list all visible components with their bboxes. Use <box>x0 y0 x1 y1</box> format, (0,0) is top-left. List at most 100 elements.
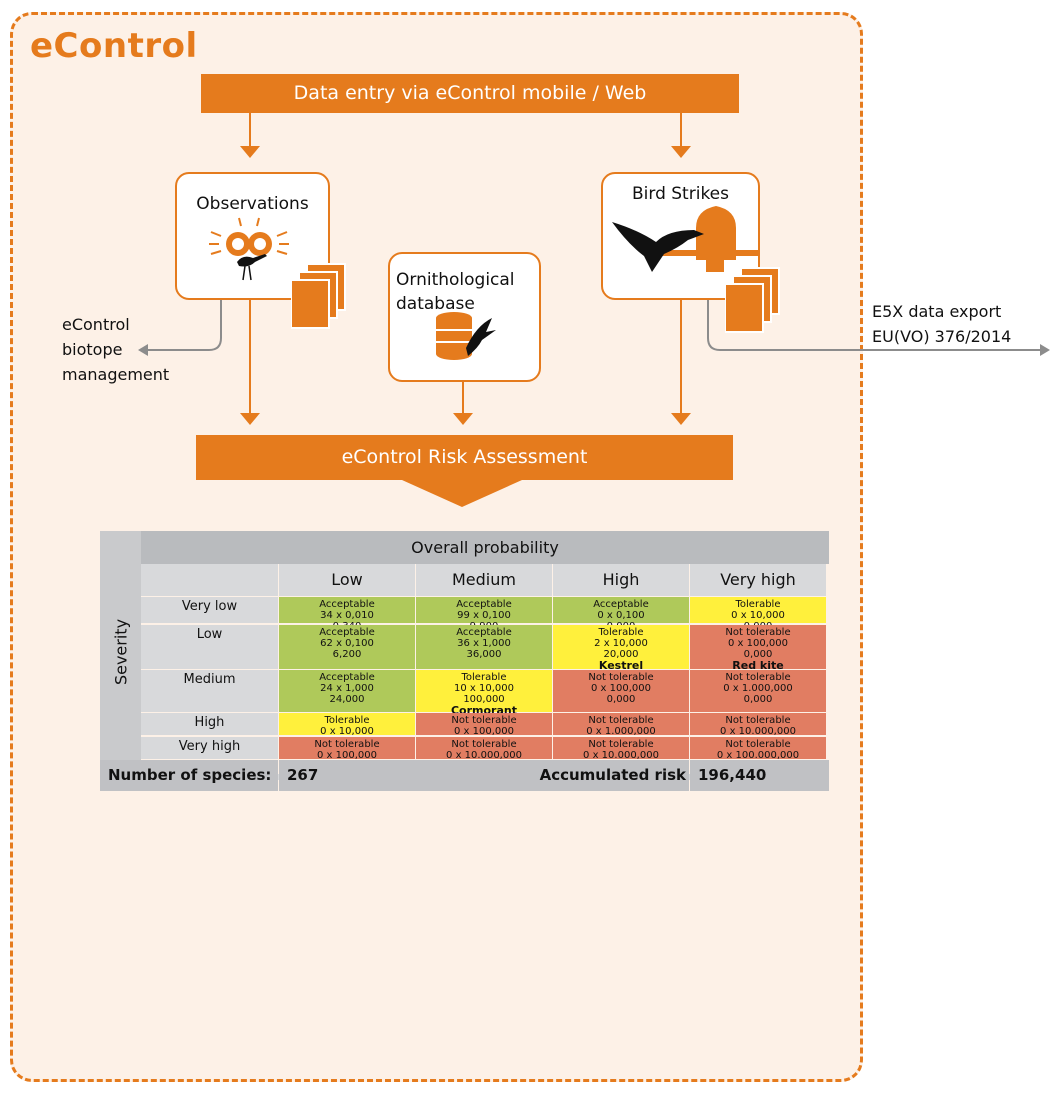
documents-icon <box>725 267 780 333</box>
row-header-0: Very low <box>141 597 278 624</box>
risk-value: 0,000 <box>606 693 636 705</box>
risk-calc: 99 x 0,100 <box>457 610 511 621</box>
probability-header: Overall probability <box>141 531 829 564</box>
risk-status: Not tolerable <box>451 715 517 727</box>
risk-calc: 0 x 100,000 <box>728 637 788 649</box>
risk-calc: 36 x 1,000 <box>457 637 511 649</box>
risk-status: Acceptable <box>456 599 512 610</box>
risk-status: Acceptable <box>319 626 375 638</box>
risk-calc: 0 x 0,100 <box>597 610 645 621</box>
risk-status: Acceptable <box>319 671 375 683</box>
risk-status: Not tolerable <box>725 671 791 683</box>
risk-value: 24,000 <box>329 693 365 705</box>
bird-strike-icon <box>612 206 758 272</box>
risk-status: Tolerable <box>324 715 370 727</box>
risk-calc: 62 x 0,100 <box>320 637 374 649</box>
risk-calc: 0 x 10.000,000 <box>720 726 796 738</box>
risk-status: Not tolerable <box>725 738 791 750</box>
risk-calc: 34 x 0,010 <box>320 610 374 621</box>
risk-calc: 0 x 100,000 <box>454 726 514 738</box>
accumulated-risk-label: Accumulated risk <box>539 766 686 784</box>
column-header-0: Low <box>279 564 415 596</box>
bird-strikes-label: Bird Strikes <box>632 184 729 204</box>
binoculars-icon <box>209 217 289 281</box>
risk-calc: 0 x 100,000 <box>591 682 651 694</box>
risk-assessment-label: eControl Risk Assessment <box>341 446 588 468</box>
risk-status: Acceptable <box>593 599 649 610</box>
risk-value: 36,000 <box>466 648 502 660</box>
risk-status: Not tolerable <box>588 671 654 683</box>
risk-value: 100,000 <box>463 693 505 705</box>
risk-calc: 24 x 1,000 <box>320 682 374 694</box>
risk-value: 0,000 <box>743 693 773 705</box>
risk-calc: 0 x 10,000 <box>731 610 785 621</box>
ornithological-label: Ornithological database <box>396 270 515 314</box>
corner-cell <box>141 564 278 596</box>
risk-calc: 0 x 100,000 <box>317 749 377 761</box>
documents-icon <box>291 263 346 329</box>
risk-calc: 2 x 10,000 <box>594 637 648 649</box>
e5x-export-label: E5X data export EU(VO) 376/2014 <box>872 302 1012 346</box>
risk-status: Not tolerable <box>451 738 517 750</box>
risk-calc: 10 x 10,000 <box>454 682 514 694</box>
risk-calc: 0 x 10,000 <box>320 726 374 738</box>
risk-status: Not tolerable <box>588 715 654 727</box>
species-name: Red kite <box>732 658 784 672</box>
data-entry-label: Data entry via eControl mobile / Web <box>293 82 647 104</box>
species-count-label: Number of species: <box>100 760 278 791</box>
data-entry-bar: Data entry via eControl mobile / Web <box>201 74 739 113</box>
risk-value: 20,000 <box>603 648 639 660</box>
risk-status: Not tolerable <box>314 738 380 750</box>
observations-label: Observations <box>196 194 309 214</box>
column-header-1: Medium <box>416 564 552 596</box>
risk-status: Not tolerable <box>588 738 654 750</box>
column-header-2: High <box>553 564 689 596</box>
risk-status: Acceptable <box>319 599 375 610</box>
row-header-1: Low <box>141 624 278 669</box>
severity-label: Severity <box>111 618 131 686</box>
column-header-3: Very high <box>690 564 826 596</box>
risk-status: Not tolerable <box>725 715 791 727</box>
brand-title: eControl <box>30 26 198 66</box>
risk-status: Tolerable <box>735 599 781 610</box>
species-name: Kestrel <box>598 658 644 672</box>
risk-status: Tolerable <box>598 626 644 638</box>
risk-status: Not tolerable <box>725 626 791 638</box>
row-header-4: Very high <box>141 736 278 759</box>
row-header-3: High <box>141 713 278 736</box>
risk-calc: 0 x 100.000,000 <box>716 749 800 761</box>
biotope-management-label: eControl biotope management <box>62 315 170 384</box>
row-header-2: Medium <box>141 669 278 712</box>
database-icon <box>436 312 496 360</box>
risk-calc: 0 x 1.000,000 <box>586 726 656 738</box>
risk-calc: 0 x 1.000,000 <box>723 682 793 694</box>
accumulated-risk-value: 196,440 <box>690 760 829 791</box>
risk-value: 0,000 <box>743 648 773 660</box>
risk-value: 6,200 <box>332 648 362 660</box>
severity-column <box>100 531 141 774</box>
species-count-value: 267 <box>279 760 689 791</box>
risk-status: Tolerable <box>461 671 507 683</box>
risk-status: Acceptable <box>456 626 512 638</box>
